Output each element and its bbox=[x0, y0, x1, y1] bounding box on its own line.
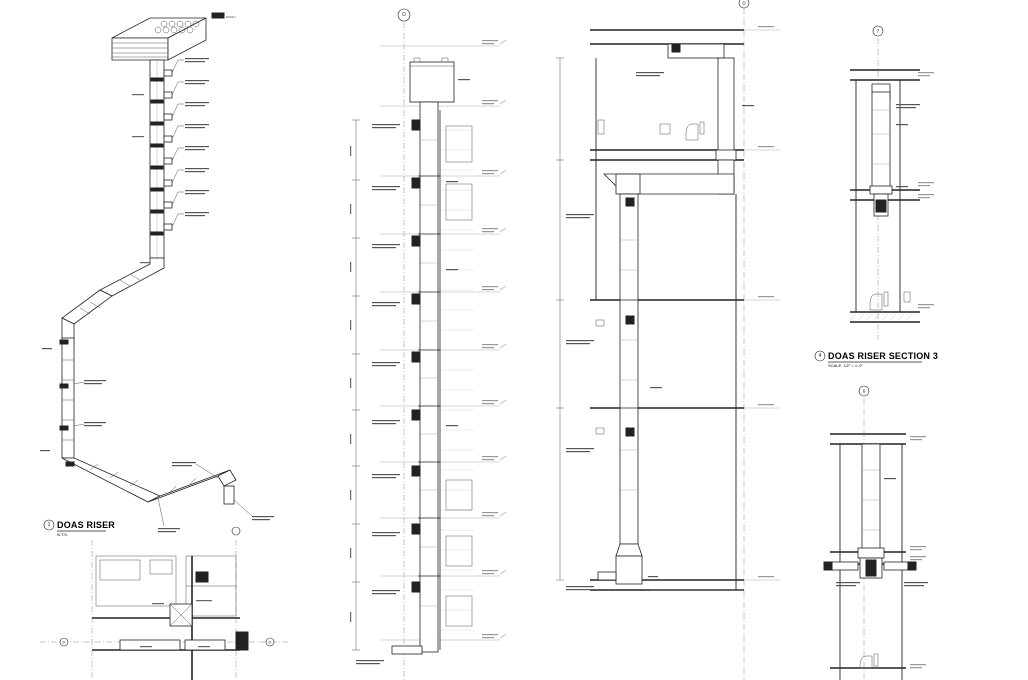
grid-bubble-6: 6 bbox=[863, 389, 866, 394]
view-4-title: 4 DOAS RISER SECTION 3 SCALE: 1/2" = 1'-… bbox=[814, 350, 938, 368]
partial-plan-view: D D bbox=[40, 526, 290, 680]
isometric-duct-run bbox=[40, 257, 274, 533]
view-4-scale: SCALE: 1/2" = 1'-0" bbox=[828, 363, 863, 368]
riser-section-view-4: 7 bbox=[814, 25, 938, 368]
grid-bubble-d-center: D bbox=[402, 12, 406, 18]
vertical-riser-duct bbox=[132, 58, 209, 264]
view-1-title-text: DOAS RISER bbox=[57, 520, 115, 530]
doas-unit: DOAS-1 bbox=[111, 12, 236, 61]
view-1-scale: N.T.S. bbox=[57, 532, 68, 537]
riser-section-view-2: D bbox=[350, 8, 507, 680]
view-1-number: 1 bbox=[48, 522, 51, 528]
plan-grid-d-left: D bbox=[63, 640, 66, 645]
isometric-riser-view: DOAS-1 bbox=[40, 12, 274, 537]
view-4-number: 4 bbox=[819, 353, 822, 359]
riser-section-view-5: 6 bbox=[823, 385, 928, 680]
view-1-title: 1 DOAS RISER N.T.S. bbox=[43, 519, 115, 537]
doas-unit-tag: DOAS-1 bbox=[226, 15, 236, 19]
riser-section-view-3: D bbox=[556, 0, 780, 680]
view-4-title-text: DOAS RISER SECTION 3 bbox=[828, 351, 938, 361]
plan-grid-d-right: D bbox=[269, 640, 272, 645]
grid-bubble-d-right: D bbox=[742, 1, 746, 6]
grid-bubble-7: 7 bbox=[877, 29, 880, 34]
